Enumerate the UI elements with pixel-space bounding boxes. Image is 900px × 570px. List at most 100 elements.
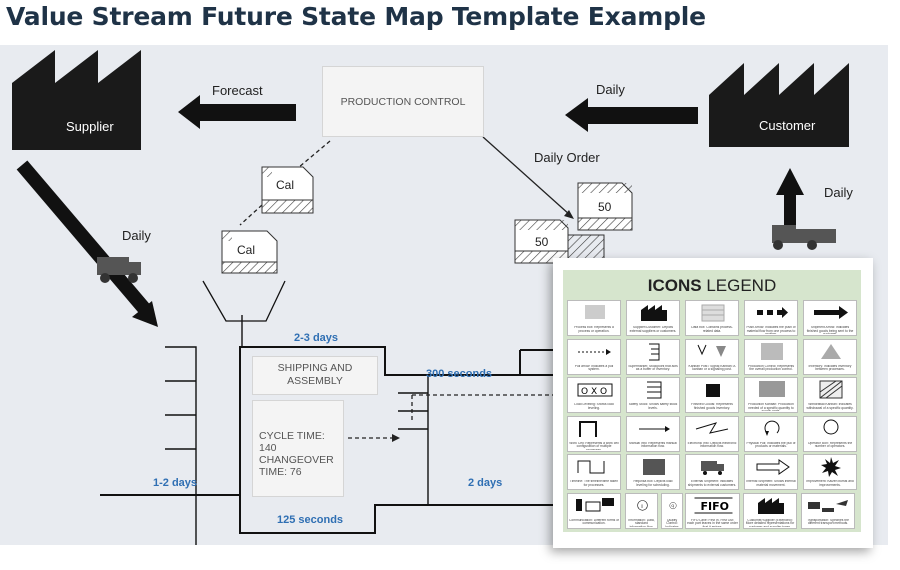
legend-item: O X O Load Leveling: Shows load leveling. — [567, 377, 621, 413]
legend-item: Safety Stock: Shows safety stock levels. — [626, 377, 680, 413]
legend-glyph-icon — [821, 457, 841, 477]
legend-item: Production Control: Represents the overa… — [744, 338, 798, 375]
legend-panel: ICONS LEGEND Process box: Represents a p… — [563, 270, 861, 532]
legend-item: Manual Info: Represents manual informati… — [626, 415, 680, 452]
legend-glyph-icon: O X O — [577, 383, 613, 397]
icons-legend: ICONS LEGEND Process box: Represents a p… — [553, 258, 873, 548]
legend-item: Withdrawal Kanban: Indicates withdrawal … — [803, 377, 857, 413]
cycle-time-box: CYCLE TIME: 140 CHANGEOVER TIME: 76 — [252, 400, 344, 497]
legend-glyph-icon — [819, 380, 843, 399]
legend-glyph-icon: FIFO — [694, 497, 733, 513]
legend-item: Push Arrow: Indicates the push of materi… — [744, 300, 798, 336]
legend-item: Pull arrow: Indicates a pull system. — [567, 338, 621, 375]
legend-glyph-icon — [577, 460, 605, 474]
legend-item-label: Supermarket: Stockpoint that acts as a b… — [628, 364, 678, 372]
legend-item: Inventory: Indicates inventory between p… — [803, 338, 857, 375]
kanban-50-lower-icon — [514, 219, 605, 266]
legend-item-label: Withdrawal Kanban: Indicates withdrawal … — [806, 403, 854, 410]
timeline-2-3-days: 2-3 days — [294, 332, 339, 344]
legend-item: Improvement: Kaizen bursts and improveme… — [803, 454, 857, 490]
legend-item-label: Improvement: Kaizen bursts and improveme… — [806, 480, 854, 487]
legend-item: Timeline: The timeline/time taken for pr… — [567, 454, 621, 490]
map-lines — [12, 50, 849, 545]
legend-glyph-icon — [585, 305, 605, 319]
kanban-cal-upper-icon — [261, 166, 314, 214]
legend-glyph-icon — [821, 343, 841, 359]
legend-item-label: Supplier/Customer: Depicts external supp… — [629, 326, 677, 333]
legend-item: Work Cell: Represents a work cell config… — [567, 415, 621, 452]
legend-item-label: Transportation: Specifies the different … — [807, 518, 849, 526]
legend-item: Data box: Contains process-related data. — [685, 300, 739, 336]
truck-left-icon — [97, 257, 141, 283]
legend-glyph-icon — [697, 344, 726, 357]
customer-label: Customer — [759, 118, 816, 133]
legend-item-label: Electronic Info: Depicts electronic info… — [687, 441, 737, 449]
legend-item-label: Operator Icon: Represents the number of … — [807, 441, 853, 449]
legend-item-label: Push Arrow: Indicates the push of materi… — [746, 326, 796, 334]
fifo-label: FIFO — [701, 500, 729, 513]
legend-item: FIFO FIFO Lane: First In, First Out: each… — [685, 492, 740, 529]
timeline-125-seconds: 125 seconds — [277, 514, 344, 526]
legend-glyph-icon — [643, 459, 665, 475]
legend-item-label: Information: Data, standard information … — [628, 518, 655, 527]
legend-item: Internal Shipment: Shows internal materi… — [744, 454, 798, 490]
legend-glyph-icon — [808, 499, 848, 512]
changeover-text: CHANGEOVER — [259, 454, 334, 466]
legend-glyph-icon — [758, 497, 784, 514]
legend-item-label: Heijunka box: Depicts load leveling for … — [633, 480, 673, 487]
legend-item-label: Pull arrow: Indicates a pull system. — [574, 364, 614, 372]
svg-text:i: i — [641, 503, 643, 509]
forecast-arrow-icon — [178, 95, 200, 129]
page-title: Value Stream Future State Map Template E… — [6, 2, 706, 31]
legend-item: Finished Goods: Represents finished good… — [685, 377, 739, 413]
daily-left-label: Daily — [122, 228, 151, 243]
legend-item-label: Customer/Supplier (Extended): More detai… — [745, 518, 795, 527]
legend-item-label: Data box: Contains process-related data. — [691, 326, 733, 333]
daily-arrow-icon — [565, 98, 588, 132]
legend-glyph-icon — [823, 419, 839, 434]
svg-text:Q: Q — [671, 504, 674, 508]
legend-glyph-icon — [649, 343, 660, 360]
legend-glyph-icon — [764, 420, 780, 436]
legend-item-label: Safety Stock: Shows safety stock levels. — [628, 403, 678, 410]
legend-item: Supplier/Customer: Depicts external supp… — [626, 300, 680, 336]
legend-glyph-icon — [647, 381, 662, 399]
legend-item: Communication: Different forms of commun… — [567, 492, 621, 529]
kanban-50-lower-label: 50 — [535, 235, 549, 249]
daily-top-label: Daily — [596, 82, 625, 97]
kanban-50-upper-label: 50 — [598, 200, 612, 214]
supplier-shipment-arrow-icon — [132, 301, 158, 327]
legend-item: Process box: Represents a process or ope… — [567, 300, 621, 336]
legend-item-label: Finished Goods: Represents finished good… — [691, 403, 733, 410]
production-control-box: PRODUCTION CONTROL — [322, 66, 484, 137]
legend-glyph-icon — [701, 304, 725, 322]
legend-title: ICONS LEGEND — [647, 276, 777, 295]
legend-glyph-icon — [695, 421, 729, 434]
supplier-label: Supplier — [66, 119, 114, 134]
customer-shipment-arrow-icon — [776, 168, 804, 195]
legend-glyph-icon — [814, 306, 848, 319]
shipping-assembly-box: SHIPPING AND ASSEMBLY — [252, 356, 378, 395]
cycle-time-text: CYCLE TIME: 140 — [259, 430, 325, 454]
legend-glyph-icon — [756, 459, 790, 475]
legend-glyph-icon — [639, 425, 670, 432]
timeline-1-2-days: 1-2 days — [153, 477, 198, 489]
kanban-cal-upper-label: Cal — [276, 178, 295, 192]
legend-glyph-icon — [706, 384, 720, 397]
legend-item-label: FIFO Lane: First In, First Out: each par… — [687, 518, 738, 527]
timeline-300-seconds: 300 seconds — [426, 368, 493, 380]
supplier-factory-icon — [12, 50, 141, 150]
legend-item-label: Work Cell: Represents a work cell config… — [569, 441, 619, 450]
kanban-cal-lower-label: Cal — [237, 243, 256, 257]
legend-glyph-icon — [759, 381, 785, 397]
legend-glyph-icon — [701, 461, 724, 475]
svg-text:O X O: O X O — [581, 387, 607, 397]
legend-item: Supermarket: Stockpoint that acts as a b… — [626, 338, 680, 375]
legend-item-label: Load Leveling: Shows load leveling. — [574, 403, 614, 410]
legend-glyph-icon — [579, 420, 597, 437]
legend-glyph-icon — [578, 348, 611, 355]
legend-item-label: External Shipment: Indicates shipments t… — [687, 480, 737, 487]
legend-item-label: Production Control: Represents the overa… — [748, 364, 794, 372]
timeline-2-days: 2 days — [468, 477, 503, 489]
changeover-time-text: TIME: 76 — [259, 466, 302, 478]
